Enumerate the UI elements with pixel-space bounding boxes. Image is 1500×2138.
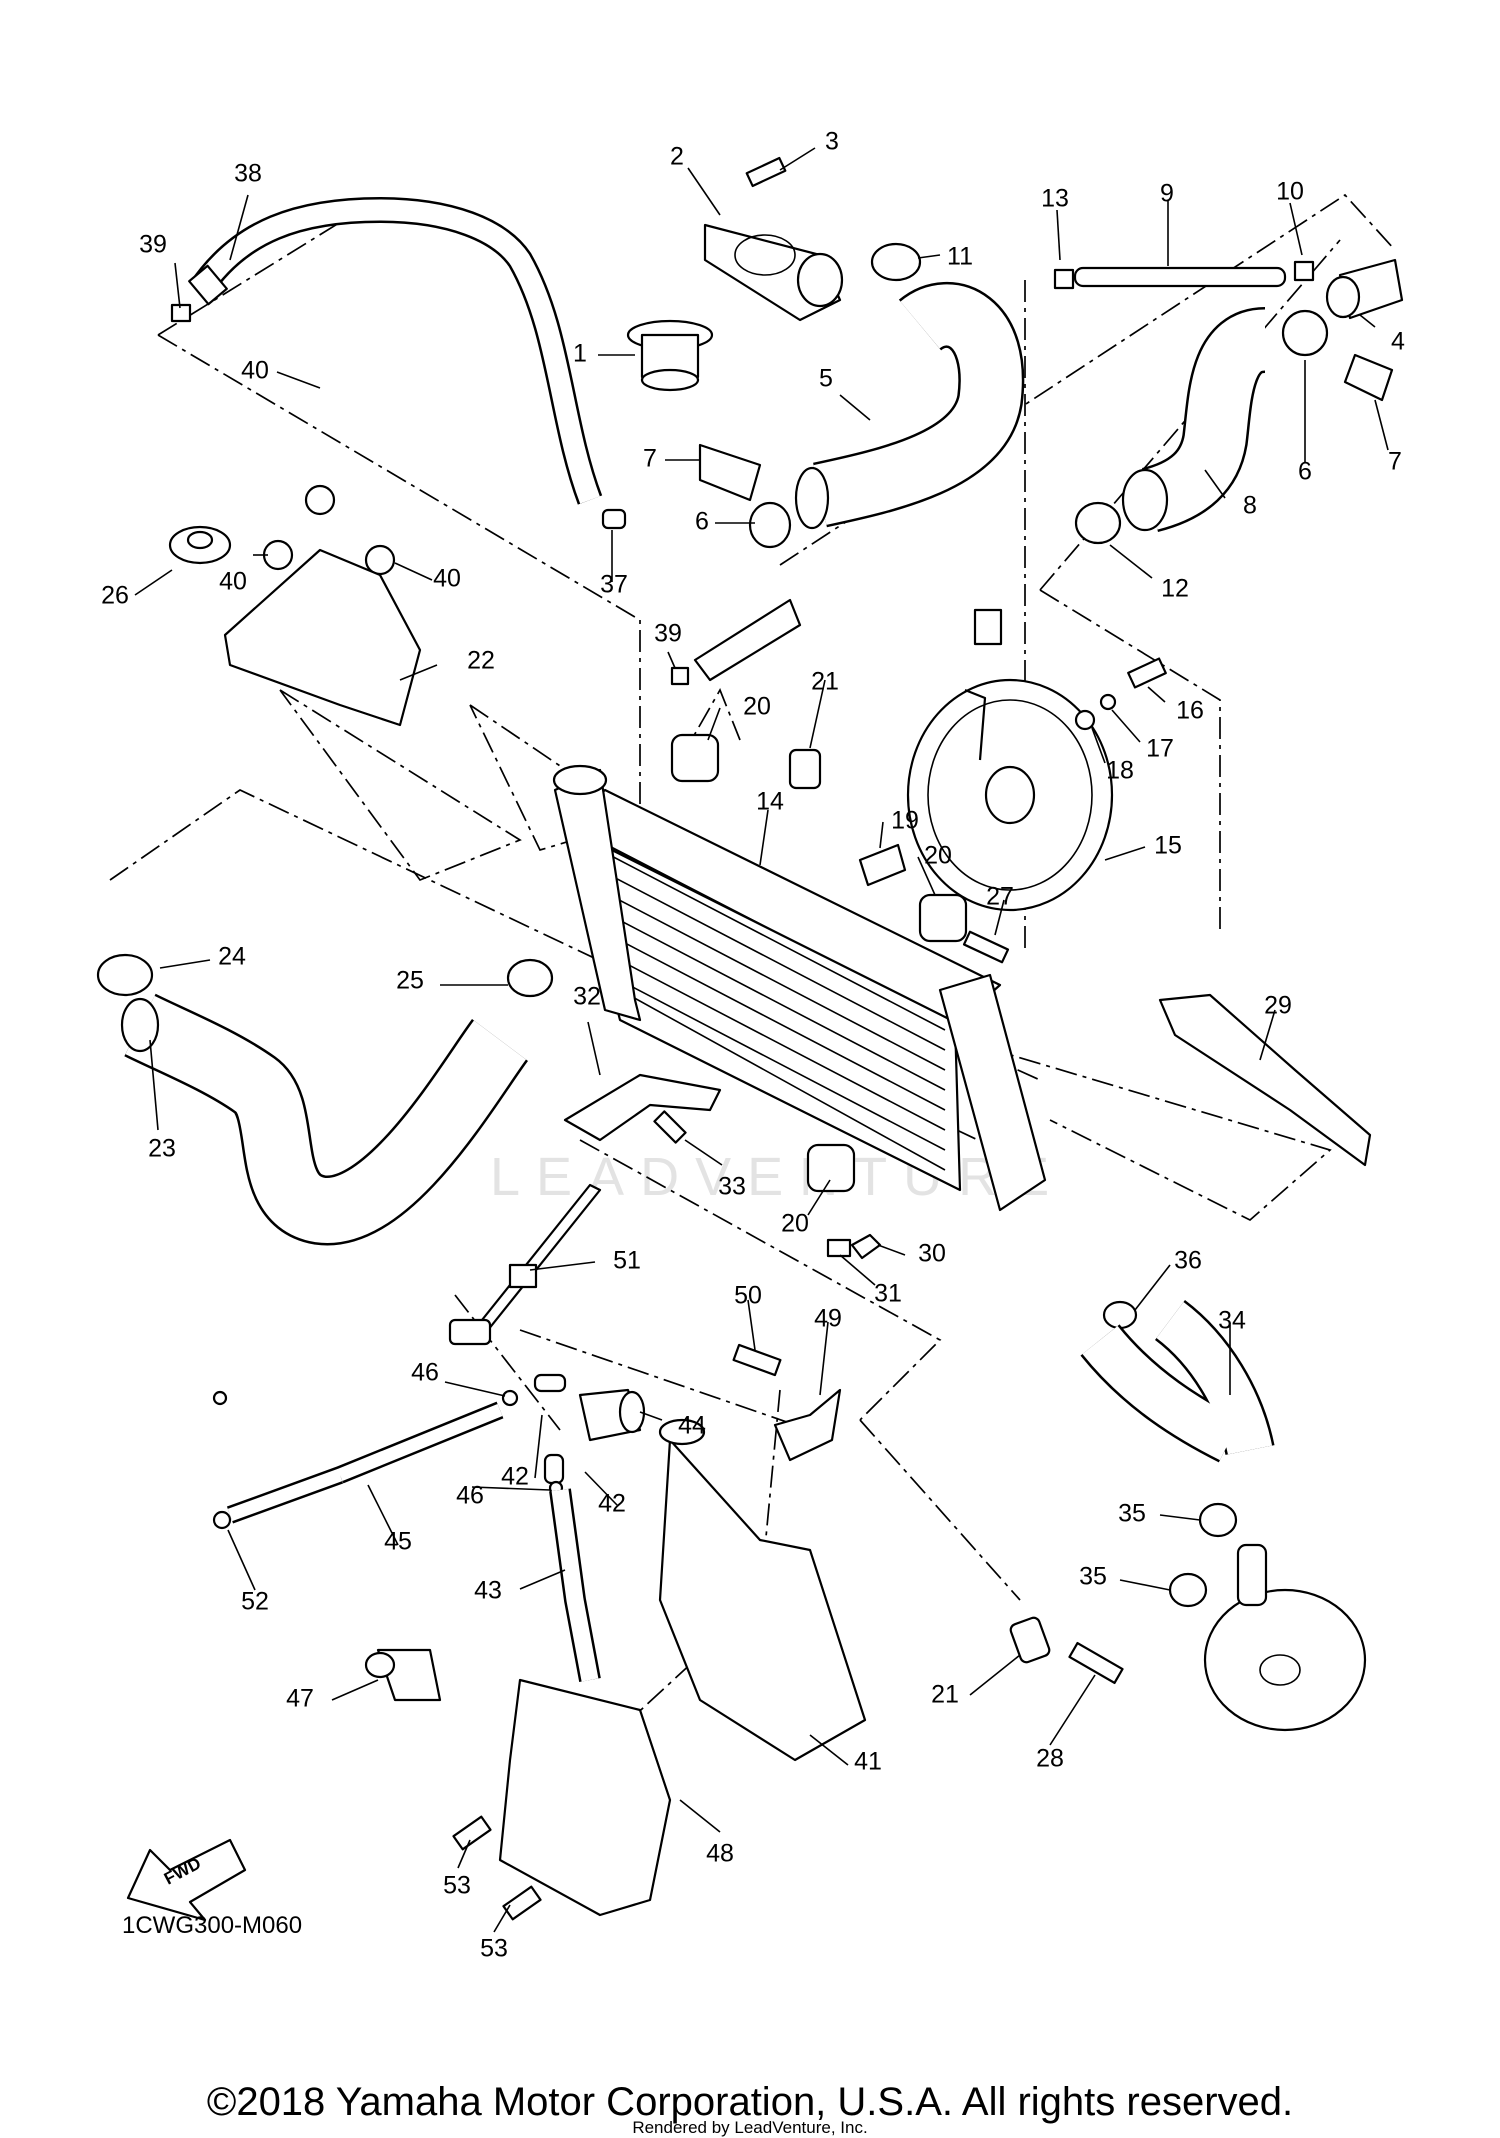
fwd-arrow-icon <box>126 1838 247 1922</box>
callout-37: 37 <box>600 571 628 599</box>
callout-53a: 53 <box>443 1872 471 1900</box>
copyright-notice: ©2018 Yamaha Motor Corporation, U.S.A. A… <box>206 2080 1294 2124</box>
callout-8: 8 <box>1243 492 1257 520</box>
callout-36: 36 <box>1174 1247 1202 1275</box>
callout-39a: 39 <box>139 231 167 259</box>
callout-45: 45 <box>384 1528 412 1556</box>
part-drawings <box>96 156 1404 1922</box>
callout-47: 47 <box>286 1685 314 1713</box>
callout-39b: 39 <box>654 620 682 648</box>
callout-43: 43 <box>474 1577 502 1605</box>
callout-34: 34 <box>1218 1307 1246 1335</box>
callout-6b: 6 <box>1298 458 1312 486</box>
callout-40c: 40 <box>433 565 461 593</box>
callouts: 1 2 3 4 5 6 6 7 7 8 9 10 11 12 13 14 15 … <box>101 128 1405 1963</box>
callout-7a: 7 <box>643 445 657 473</box>
callout-41: 41 <box>854 1748 882 1776</box>
callout-5: 5 <box>819 365 833 393</box>
callout-17: 17 <box>1146 735 1174 763</box>
callout-10: 10 <box>1276 178 1304 206</box>
callout-35b: 35 <box>1079 1563 1107 1591</box>
callout-21a: 21 <box>811 668 839 696</box>
callout-52: 52 <box>241 1588 269 1616</box>
callout-22: 22 <box>467 647 495 675</box>
callout-32: 32 <box>573 983 601 1011</box>
callout-18: 18 <box>1106 757 1134 785</box>
callout-9: 9 <box>1160 180 1174 208</box>
callout-1: 1 <box>573 340 587 368</box>
callout-28: 28 <box>1036 1745 1064 1773</box>
callout-19: 19 <box>891 807 919 835</box>
callout-14: 14 <box>756 788 784 816</box>
callout-31: 31 <box>874 1280 902 1308</box>
callout-26: 26 <box>101 582 129 610</box>
callout-20c: 20 <box>781 1210 809 1238</box>
callout-29: 29 <box>1264 992 1292 1020</box>
callout-46b: 46 <box>456 1482 484 1510</box>
rendered-by-notice: Rendered by LeadVenture, Inc. <box>632 2118 868 2137</box>
callout-6a: 6 <box>695 508 709 536</box>
callout-11: 11 <box>947 243 973 271</box>
callout-16: 16 <box>1176 697 1204 725</box>
callout-33: 33 <box>718 1173 746 1201</box>
callout-20b: 20 <box>924 842 952 870</box>
callout-23: 23 <box>148 1135 176 1163</box>
callout-49: 49 <box>814 1305 842 1333</box>
callout-15: 15 <box>1154 832 1182 860</box>
callout-46a: 46 <box>411 1359 439 1387</box>
callout-53b: 53 <box>480 1935 508 1963</box>
leader-lines <box>134 147 1389 1933</box>
callout-12: 12 <box>1161 575 1189 603</box>
callout-38: 38 <box>234 160 262 188</box>
callout-25: 25 <box>396 967 424 995</box>
watermark: LEADVENTURE <box>490 1147 1065 1207</box>
callout-24: 24 <box>218 943 246 971</box>
callout-40a: 40 <box>241 357 269 385</box>
diagram-code: 1CWG300-M060 <box>122 1912 302 1939</box>
callout-27: 27 <box>986 883 1014 911</box>
callout-2: 2 <box>670 143 684 171</box>
callout-20a: 20 <box>743 693 771 721</box>
callout-51: 51 <box>613 1247 641 1275</box>
callout-44: 44 <box>678 1412 706 1440</box>
callout-40b: 40 <box>219 568 247 596</box>
callout-30: 30 <box>918 1240 946 1268</box>
callout-7b: 7 <box>1388 448 1402 476</box>
callout-50: 50 <box>734 1282 762 1310</box>
callout-4: 4 <box>1391 328 1405 356</box>
callout-35a: 35 <box>1118 1500 1146 1528</box>
callout-13: 13 <box>1041 185 1069 213</box>
callout-42a: 42 <box>501 1463 529 1491</box>
callout-48: 48 <box>706 1840 734 1868</box>
callout-21b: 21 <box>931 1681 959 1709</box>
callout-42b: 42 <box>598 1490 626 1518</box>
callout-3: 3 <box>825 128 839 156</box>
